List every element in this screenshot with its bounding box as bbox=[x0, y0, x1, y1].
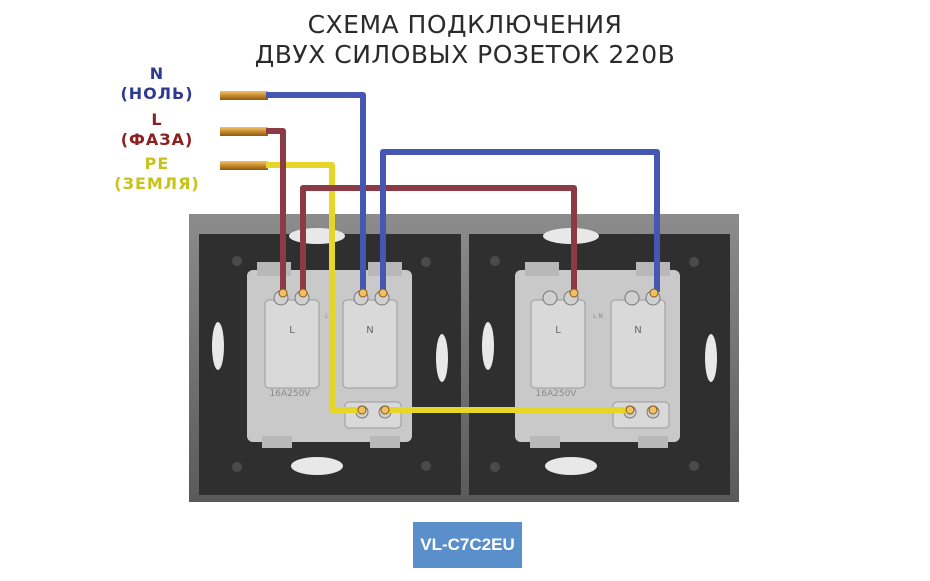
phase-wire-tip bbox=[220, 127, 268, 136]
phase-name-label: (ФАЗА) bbox=[120, 130, 194, 149]
socket-2-n-mark: N bbox=[634, 325, 641, 336]
socket-2-rating: 16A250V bbox=[536, 389, 578, 399]
neutral-code-label: N bbox=[149, 64, 165, 83]
phase-wire bbox=[266, 128, 577, 292]
neutral-name-label: (НОЛЬ) bbox=[120, 84, 194, 103]
ground-wire bbox=[266, 162, 630, 413]
socket-2-l-mark: L bbox=[555, 325, 561, 336]
model-badge: VL-C7C2EU bbox=[413, 522, 522, 568]
socket-1-l-mark: L bbox=[289, 325, 295, 336]
diagram-title-line-2: ДВУХ СИЛОВЫХ РОЗЕТОК 220В bbox=[254, 40, 676, 69]
socket-plate-2 bbox=[469, 228, 730, 495]
phase-code-label: L bbox=[151, 110, 163, 129]
socket-1-rating: 16A250V bbox=[270, 389, 312, 399]
socket-2-small-mark: L N bbox=[593, 313, 603, 320]
ground-code-label: PE bbox=[144, 154, 170, 173]
ground-wire-tip bbox=[220, 161, 268, 170]
socket-1-n-mark: N bbox=[366, 325, 373, 336]
neutral-wire-tip bbox=[220, 91, 268, 100]
ground-name-label: (ЗЕМЛЯ) bbox=[114, 174, 200, 193]
neutral-wire bbox=[266, 92, 660, 292]
terminal-screws bbox=[278, 288, 659, 415]
diagram-title-line-1: СХЕМА ПОДКЛЮЧЕНИЯ bbox=[307, 10, 623, 39]
